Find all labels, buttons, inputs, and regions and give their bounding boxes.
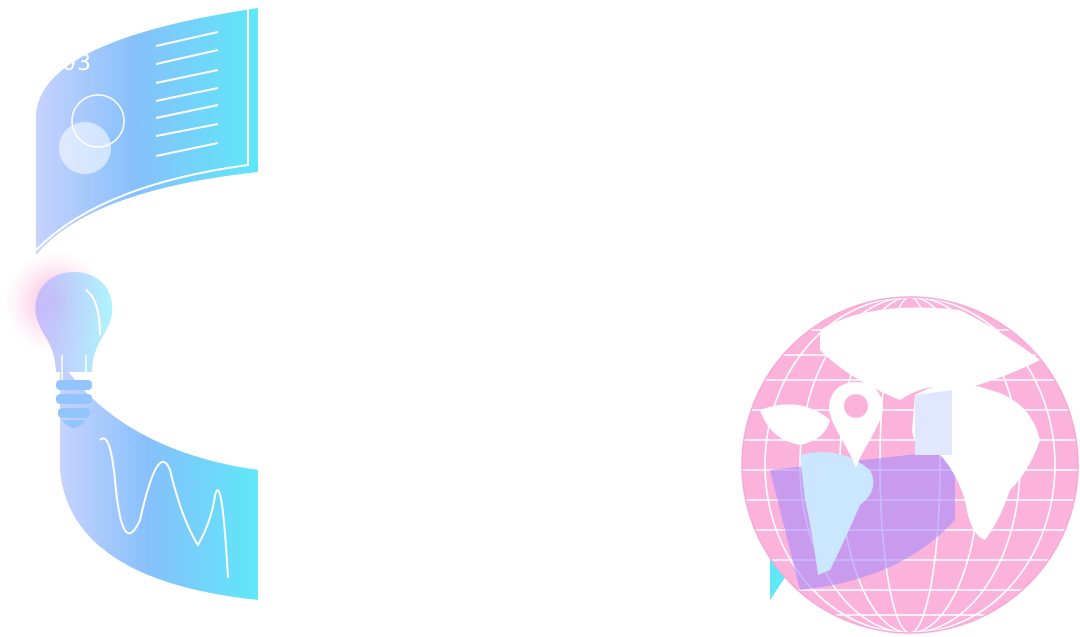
document-panel: 03 xyxy=(35,8,258,270)
location-pin-icon xyxy=(829,382,883,468)
panel-number: 03 xyxy=(62,51,92,76)
lightbulb-icon xyxy=(4,250,113,428)
globe-icon xyxy=(741,296,1079,634)
text-lines-icon xyxy=(155,31,219,157)
wave-panel xyxy=(60,360,258,600)
